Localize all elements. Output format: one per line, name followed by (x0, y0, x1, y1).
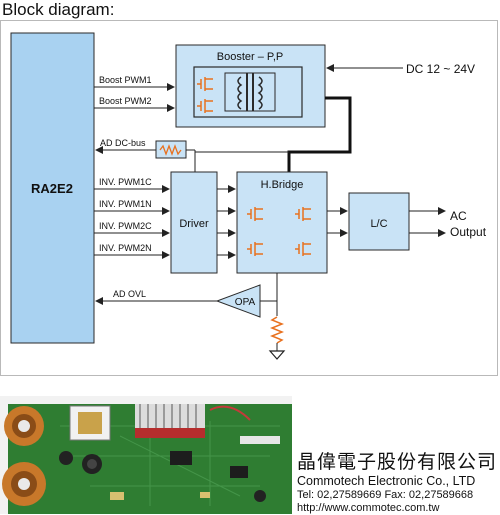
dc-bus-line (287, 96, 352, 172)
driver-block (170, 171, 218, 274)
dc-input-label: DC 12 ~ 24V (406, 62, 475, 76)
driver-label: Driver (179, 218, 209, 230)
lc-filter-block (348, 192, 410, 251)
chip-icon (170, 451, 192, 465)
toroid-coil-bottom-icon (2, 462, 46, 506)
pcb-photo-svg (0, 396, 292, 514)
opa-block (215, 284, 261, 318)
booster-label: Booster – P,P (217, 51, 283, 63)
pcb-photo (0, 396, 292, 514)
company-name-cn: 晶偉電子股份有限公司 (297, 451, 498, 473)
company-info: 晶偉電子股份有限公司 Commotech Electronic Co., LTD… (297, 447, 500, 515)
capacitor-icon (59, 451, 73, 465)
block-diagram-frame: RA2E2 Booster – P,P DC 12 ~ 24V Boost PW… (0, 20, 498, 376)
inv-pwm2c-label: INV. PWM2C (99, 221, 152, 231)
booster-mosfet-2-icon (197, 99, 213, 113)
transformer-icon (193, 66, 303, 118)
ad-ovl-label: AD OVL (113, 289, 146, 299)
company-name-en: Commotech Electronic Co., LTD (297, 474, 476, 488)
dcbus-resistor-icon (159, 144, 182, 156)
toroid-coil-top-icon (4, 406, 44, 446)
ground-icon (268, 350, 286, 360)
ac-output-label-1: AC (450, 209, 467, 223)
ac-output-label-2: Output (450, 225, 487, 239)
company-website[interactable]: http://www.commotec.com.tw (297, 502, 440, 514)
boost-pwm2-label: Boost PWM2 (99, 96, 152, 106)
chip-icon (230, 466, 248, 478)
booster-block: Booster – P,P (175, 44, 326, 128)
inv-pwm2n-label: INV. PWM2N (99, 243, 152, 253)
hbridge-label: H.Bridge (261, 179, 304, 191)
inv-pwm1n-label: INV. PWM1N (99, 199, 152, 209)
heatsink-icon (135, 404, 205, 438)
page-title: Block diagram: (2, 0, 115, 19)
lc-filter-label: L/C (370, 218, 387, 230)
mcu-label: RA2E2 (31, 181, 73, 196)
inv-pwm1c-label: INV. PWM1C (99, 177, 152, 187)
booster-mosfet-1-icon (197, 77, 213, 91)
shunt-resistor-icon (269, 316, 285, 344)
mcu-block (10, 32, 95, 344)
opa-label: OPA (235, 297, 256, 308)
block-diagram-svg: RA2E2 Booster – P,P DC 12 ~ 24V Boost PW… (10, 32, 487, 360)
ad-dcbus-label: AD DC-bus (100, 138, 146, 148)
capacitor-icon (254, 490, 266, 502)
company-contact: Tel: 02,27589669 Fax: 02,27589668 (297, 489, 474, 501)
boost-pwm1-label: Boost PWM1 (99, 75, 152, 85)
hbridge-mosfet-icons (247, 207, 311, 256)
hbridge-block (236, 171, 328, 274)
